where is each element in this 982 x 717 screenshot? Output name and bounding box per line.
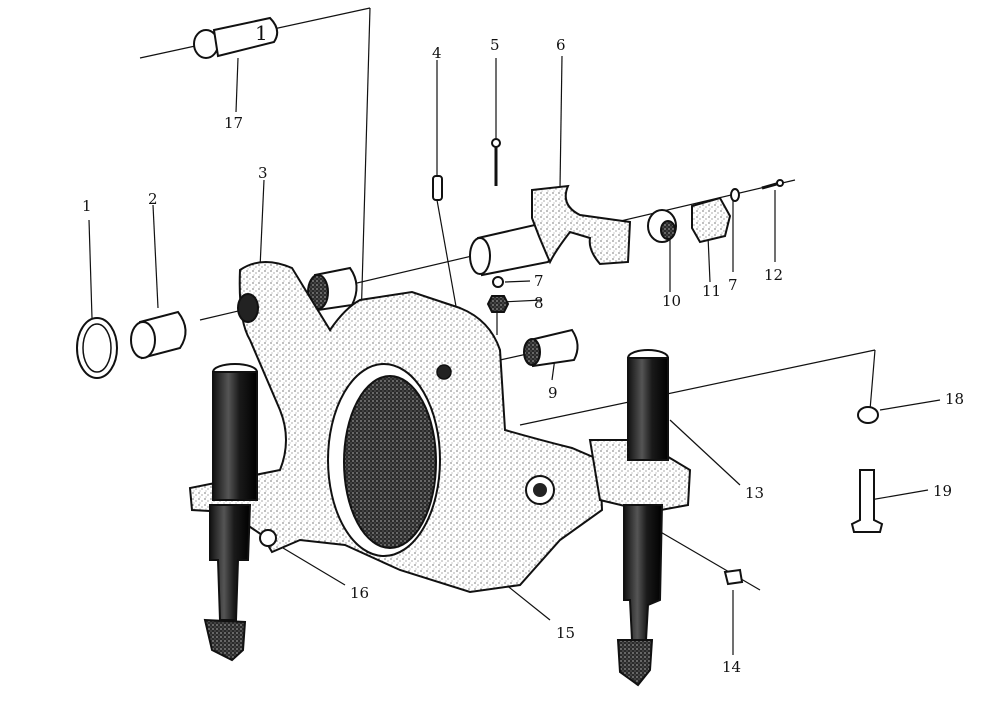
left-shaft [203, 363, 258, 662]
part-7-ring [730, 188, 740, 202]
part-6-fork [469, 184, 632, 277]
part-13-shaft [616, 349, 669, 687]
part-labels: 1 2 3 4 5 6 7 8 9 10 11 7 12 13 14 15 16… [82, 36, 964, 676]
pin-marking: 1 [255, 21, 268, 45]
label-17: 17 [224, 114, 243, 132]
part-4-dowel [432, 175, 443, 201]
label-16: 16 [350, 584, 369, 602]
label-12: 12 [764, 266, 783, 284]
label-8: 8 [534, 294, 544, 312]
part-19-bolt [850, 469, 884, 533]
part-18-nut [857, 406, 879, 424]
part-17-pin: 1 [193, 16, 279, 59]
part-15-housing [188, 261, 692, 594]
label-13: 13 [745, 484, 764, 502]
label-14: 14 [722, 658, 741, 676]
label-1: 1 [82, 197, 92, 215]
label-4: 4 [432, 44, 442, 62]
label-6: 6 [556, 36, 566, 54]
part-10-bearing [647, 209, 677, 243]
part-5-bolt [491, 138, 501, 186]
part-8-nut [486, 295, 510, 313]
label-2: 2 [148, 190, 158, 208]
upper-bushing [307, 266, 358, 312]
label-11: 11 [702, 282, 721, 300]
label-18: 18 [945, 390, 964, 408]
part-7-washer [492, 276, 504, 288]
label-3: 3 [258, 164, 268, 182]
label-9: 9 [548, 384, 558, 402]
part-1-circlip [76, 317, 118, 379]
part-9-sleeve [523, 328, 579, 368]
part-11-clamp [691, 196, 732, 244]
label-15: 15 [556, 624, 575, 642]
part-2-bushing [130, 310, 187, 360]
label-10: 10 [662, 292, 681, 310]
label-7b: 7 [728, 276, 738, 294]
part-14-grease-nipple [723, 568, 744, 586]
label-5: 5 [490, 36, 500, 54]
label-19: 19 [933, 482, 952, 500]
label-7a: 7 [534, 272, 544, 290]
part-12-screw [761, 179, 784, 190]
